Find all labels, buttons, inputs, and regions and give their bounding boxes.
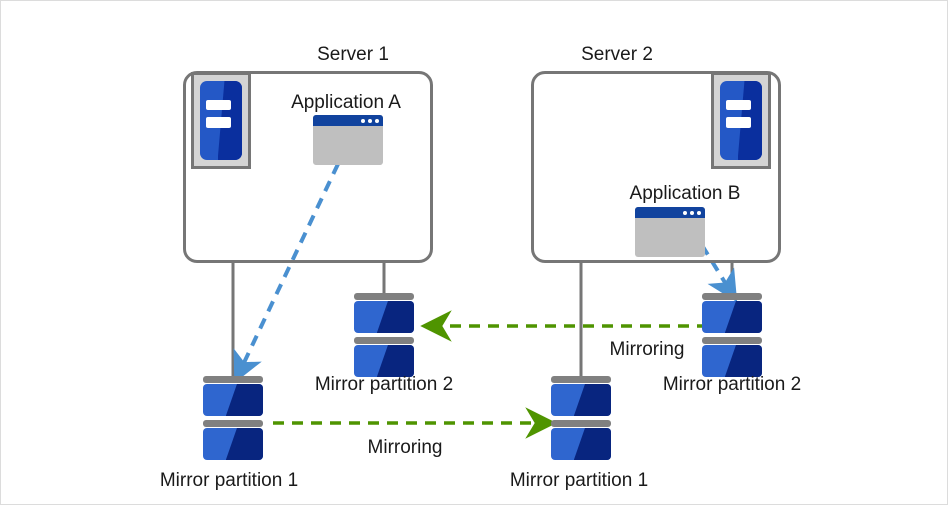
disk-s2-mirror-partition-2 [702, 293, 762, 377]
disk-cap-top [354, 293, 414, 300]
app-dot-3 [697, 210, 701, 215]
mirroring-label-upper: Mirroring [609, 339, 685, 360]
app-dot-3 [375, 118, 379, 123]
disk-body-shade [376, 301, 414, 333]
disk-cap-top [702, 293, 762, 300]
application-b-label: Application B [629, 183, 741, 204]
disk-cap-middle [702, 337, 762, 344]
disk-cap-top [551, 376, 611, 383]
app-dot-1 [683, 210, 687, 215]
disk-body-shade [573, 428, 611, 460]
server-icon-bar-1 [725, 99, 752, 111]
server-1-title: Server 1 [317, 44, 389, 65]
disk-body-upper [551, 384, 611, 416]
app-titlebar [635, 207, 705, 218]
server-2-title: Server 2 [581, 44, 653, 65]
label-s2-mirror-partition-1: Mirror partition 1 [509, 470, 649, 491]
server-icon-bar-2 [725, 117, 752, 128]
disk-body-shade [724, 345, 762, 377]
server-1-tower-icon [191, 72, 251, 169]
disk-s1-mirror-partition-2 [354, 293, 414, 377]
disk-body-shade [724, 301, 762, 333]
disk-body-upper [702, 301, 762, 333]
label-s1-mirror-partition-2: Mirror partition 2 [314, 374, 454, 395]
label-s2-mirror-partition-2: Mirror partition 2 [662, 374, 802, 395]
server-1-frame [183, 71, 433, 263]
app-dot-2 [368, 118, 372, 123]
app-titlebar [313, 115, 383, 126]
server-2-tower-icon [711, 72, 771, 169]
disk-body-shade [573, 384, 611, 416]
disk-body-lower [551, 428, 611, 460]
access-link-app-b [690, 227, 738, 303]
disk-body-lower [203, 428, 263, 460]
server-2-frame [531, 71, 781, 263]
disk-body-upper [354, 301, 414, 333]
disk-body-lower [702, 345, 762, 377]
label-s1-mirror-partition-1: Mirror partition 1 [159, 470, 299, 491]
app-dot-2 [690, 210, 694, 215]
disk-s1-mirror-partition-1 [203, 376, 263, 460]
disk-body-upper [203, 384, 263, 416]
application-b-window-icon [635, 207, 705, 257]
disk-cap-middle [551, 420, 611, 427]
disk-body-shade [376, 345, 414, 377]
disk-body-shade [225, 384, 263, 416]
application-a-window-icon [313, 115, 383, 165]
server-icon-bar-1 [205, 99, 232, 111]
disk-s2-mirror-partition-1 [551, 376, 611, 460]
disk-body-lower [354, 345, 414, 377]
app-dot-1 [361, 118, 365, 123]
disk-body-shade [225, 428, 263, 460]
application-a-label: Application A [291, 92, 401, 113]
server-icon-bar-2 [205, 117, 232, 128]
disk-cap-middle [354, 337, 414, 344]
mirroring-label-lower: Mirroring [367, 437, 443, 458]
disk-cap-middle [203, 420, 263, 427]
disk-cap-top [203, 376, 263, 383]
